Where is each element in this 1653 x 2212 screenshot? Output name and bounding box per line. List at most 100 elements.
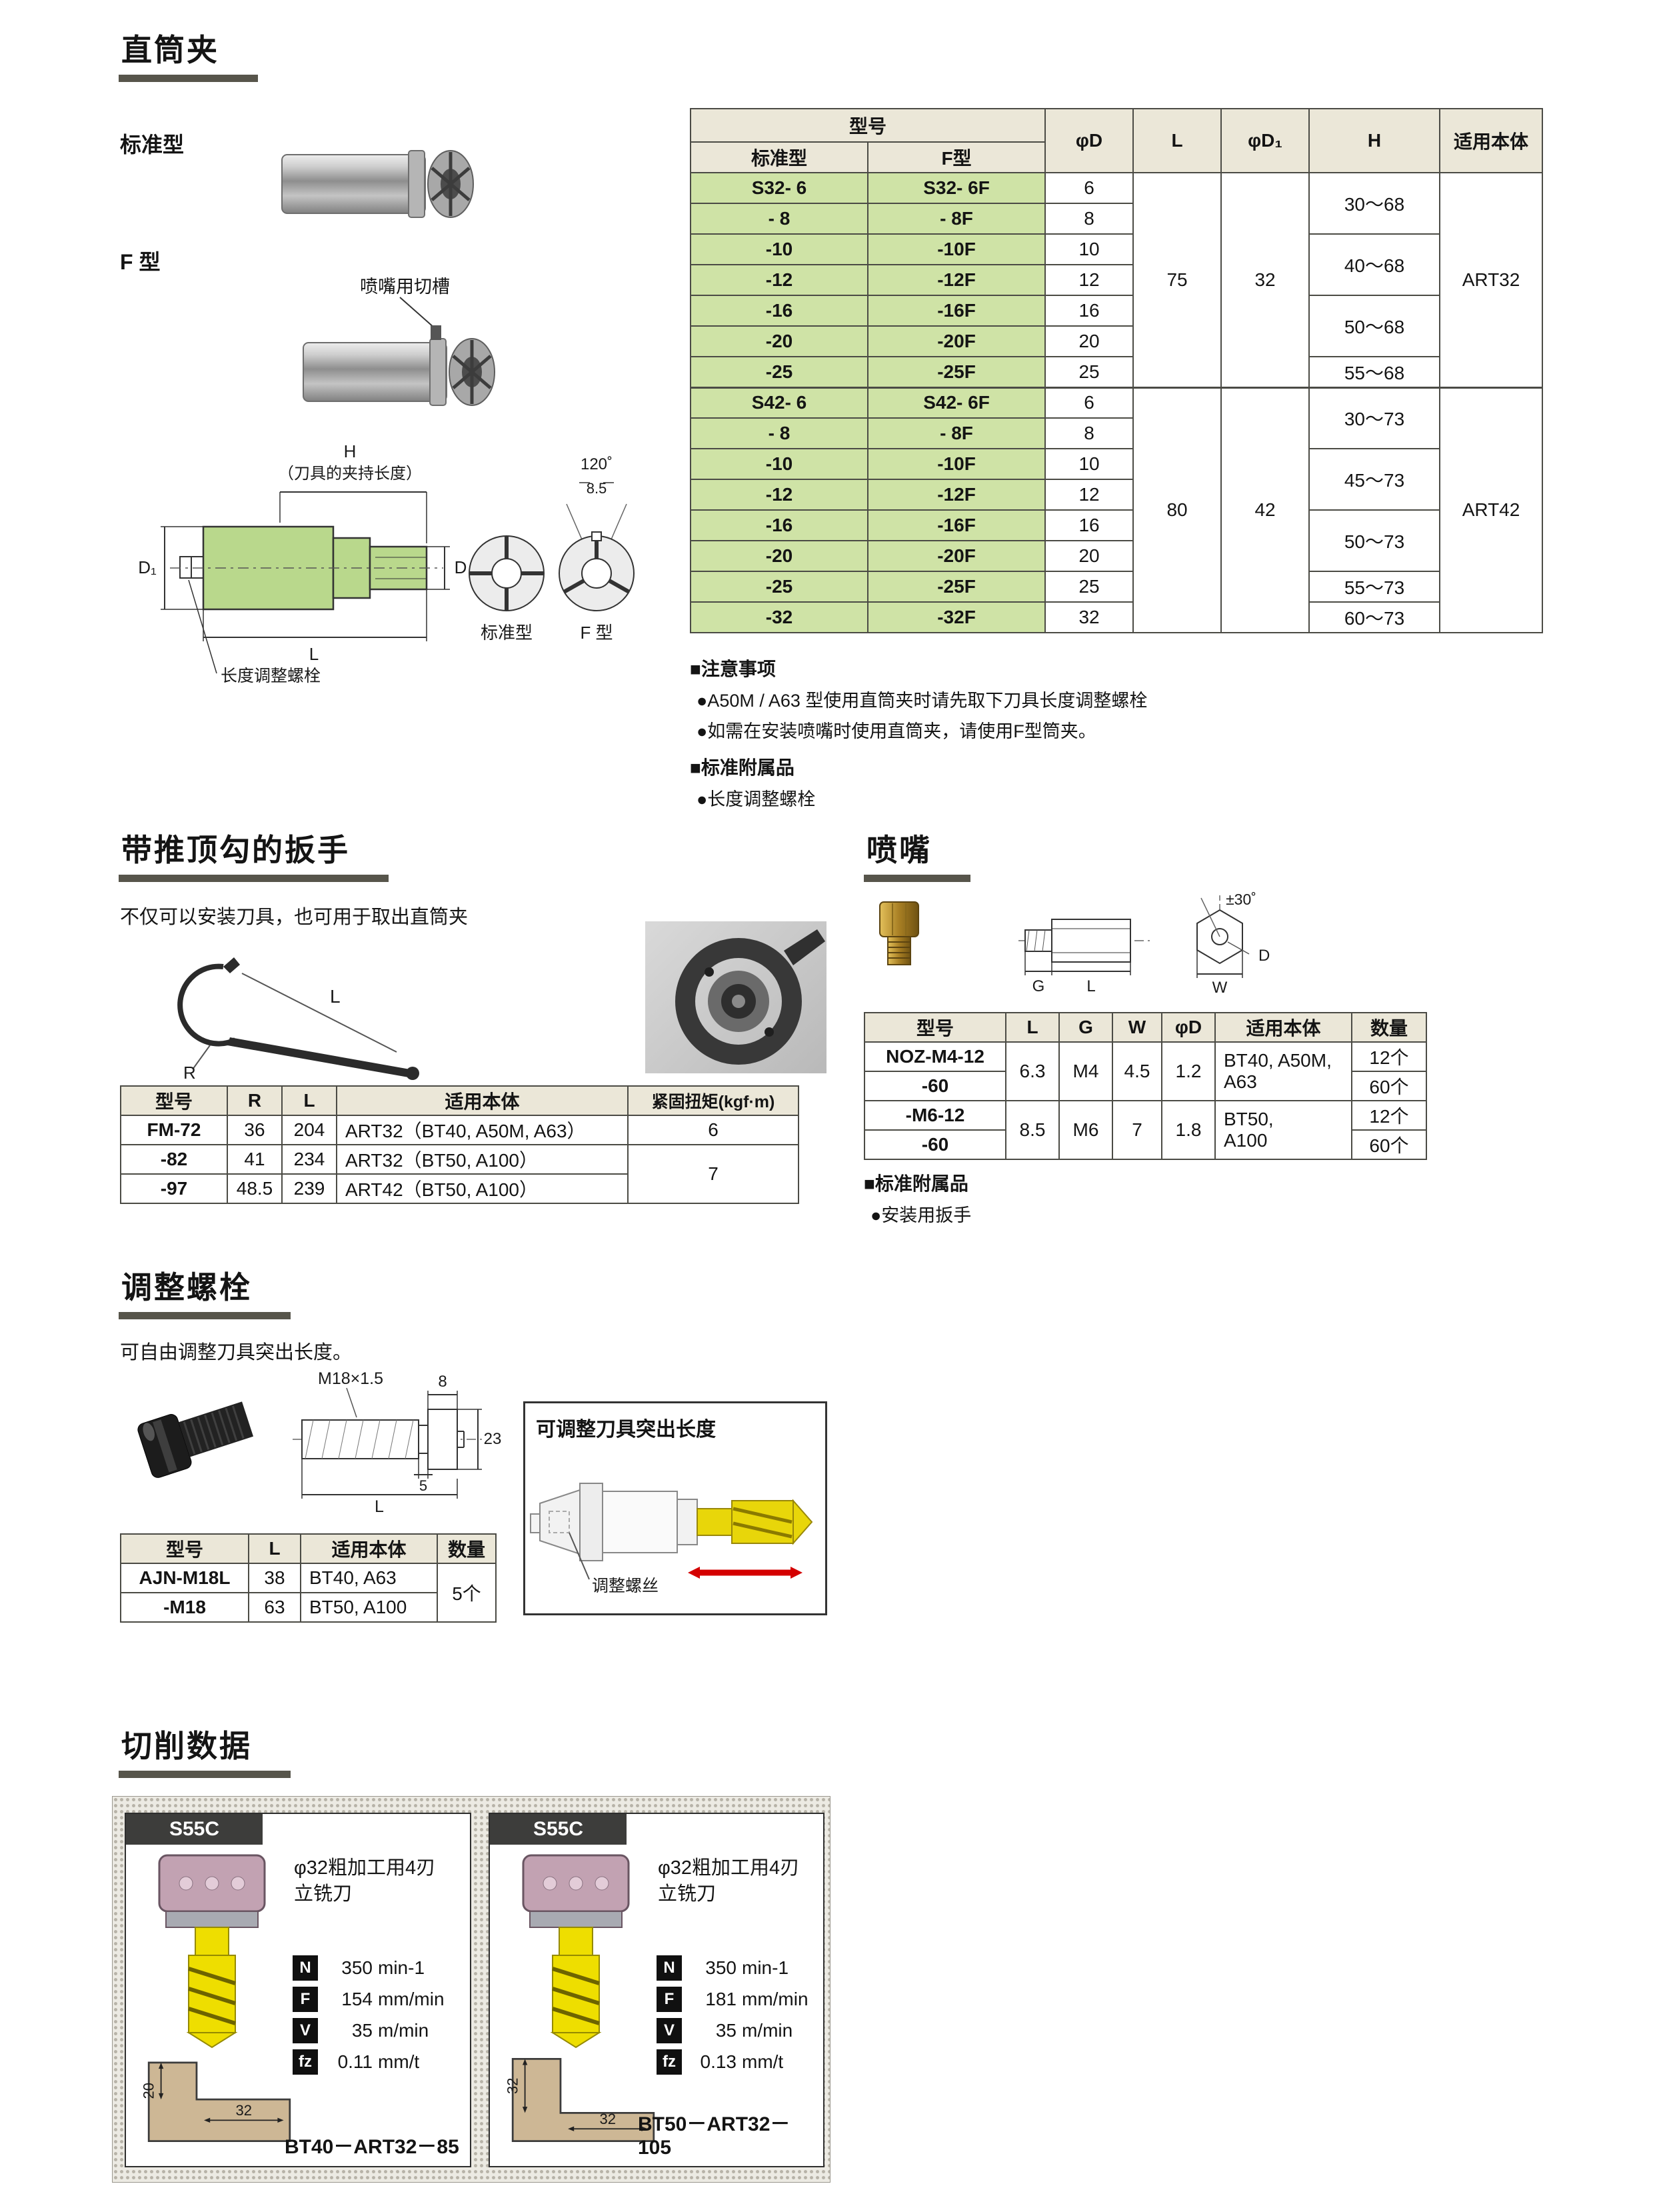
table-row: -16 -16F 16 50～73	[690, 509, 1542, 572]
nozzle-dim-w: W	[1212, 979, 1228, 997]
cell-h: 45～73	[1308, 448, 1441, 511]
section-title-cutting: 切削数据	[119, 1731, 291, 1778]
param-unit: mm/t	[742, 2051, 784, 2072]
col-header-l: L	[1005, 1012, 1060, 1043]
wrench-dim-l: L	[330, 986, 341, 1007]
table-row: -97 48.5 239 ART42（BT50, A100）	[120, 1173, 799, 1204]
section-title-collet: 直筒夹	[119, 35, 258, 82]
cell-r: 41	[227, 1144, 283, 1175]
cell-model-f: -16F	[866, 295, 1046, 327]
table-row: -25 -25F 25 55～73	[690, 571, 1542, 603]
cell-model: -82	[120, 1144, 228, 1175]
cell-qty: 60个	[1351, 1129, 1427, 1160]
cell-r: 36	[227, 1115, 283, 1145]
col-header-torque: 紧固扭矩(kgf·m)	[627, 1085, 799, 1116]
cell-d: 6	[1044, 386, 1134, 419]
cell-d1: 32	[1220, 172, 1310, 388]
cell-l: 80	[1132, 386, 1222, 633]
cell-body: BT50, A100	[300, 1592, 438, 1623]
cell-h: 50～73	[1308, 509, 1441, 572]
param-value: 35	[715, 2020, 737, 2041]
cell-d: 10	[1044, 233, 1134, 265]
bolt-dim-thread: M18×1.5	[318, 1369, 383, 1388]
bolt-dim-l: L	[375, 1497, 384, 1513]
bolt-dim-23: 23	[484, 1430, 502, 1448]
cell-l: 75	[1132, 172, 1222, 388]
bolt-line-drawing: M18×1.5 8 23 5 L	[293, 1369, 502, 1513]
param-value: 350	[705, 1957, 737, 1978]
param-value: 181	[705, 1989, 737, 2009]
front-view-standard-label: 标准型	[481, 623, 533, 643]
cell-h: 40～68	[1308, 233, 1441, 296]
setup-caption: BT40－ART32－85	[285, 2136, 459, 2158]
bolt-table: 型号 L 适用本体 数量 AJN-M18L 38 BT40, A63 5个 -M…	[120, 1533, 497, 1623]
cell-model-f: S32- 6F	[866, 172, 1046, 204]
cell-model-std: -20	[690, 540, 868, 572]
col-header-l: L	[1132, 108, 1222, 173]
cell-body: BT40, A63	[300, 1563, 438, 1593]
cell-model-f: -12F	[866, 479, 1046, 511]
table-row: - 8 - 8F 8	[690, 203, 1542, 235]
cell-model-f: -16F	[866, 509, 1046, 541]
wrench-photo-graphic	[675, 929, 825, 1065]
cell-body: ART32（BT40, A50M, A63）	[336, 1115, 629, 1145]
adjust-screw-label: 调整螺丝	[592, 1577, 659, 1595]
cell-d: 25	[1044, 571, 1134, 603]
col-header-d: φD	[1044, 108, 1134, 173]
param-key: fz	[293, 2049, 318, 2075]
cell-d: 12	[1044, 264, 1134, 296]
cell-model-f: -32F	[866, 601, 1046, 633]
collet-technical-drawing: H （刀具的夹持长度） D₁ D L 长度调整螺栓 标准型 120˚ 8.5 F…	[138, 441, 635, 685]
col-header-l: L	[281, 1085, 337, 1116]
dim-h-sub-label: （刀具的夹持长度）	[278, 465, 422, 483]
table-row: -60 60个	[864, 1129, 1427, 1160]
cell-d: 20	[1044, 325, 1134, 357]
table-row: -25 -25F 25 55～68	[690, 356, 1542, 388]
cell-model-std: S32- 6	[690, 172, 868, 204]
param-unit: min-1	[742, 1957, 789, 1978]
cell-g: M6	[1058, 1100, 1113, 1160]
endmill-illustration	[158, 1854, 266, 2049]
table-row: -12 -12F 12	[690, 479, 1542, 511]
tool-spec-line2: 立铣刀	[294, 1883, 353, 1905]
wrench-photo	[645, 921, 826, 1073]
collet-table: 型号 φD L φD₁ H 适用本体 标准型 F型 S32- 6 S32- 6F…	[689, 108, 1544, 633]
cell-model: NOZ-M4-12	[864, 1041, 1006, 1072]
dim-notch-width-label: 8.5	[587, 480, 607, 497]
cell-model-f: -10F	[866, 448, 1046, 480]
cell-d: 25	[1044, 356, 1134, 388]
col-header-standard: 标准型	[690, 141, 868, 173]
cell-model-f: -10F	[866, 233, 1046, 265]
bolt-description: 可自由调整刀具突出长度。	[120, 1342, 353, 1363]
note-line: ●A50M / A63 型使用直筒夹时请先取下刀具长度调整螺栓	[697, 691, 1148, 711]
collet-photo-f-type	[303, 297, 495, 406]
table-row: -12 -12F 12	[690, 264, 1542, 296]
cell-model-f: -25F	[866, 356, 1046, 388]
bolt-dim-5: 5	[419, 1477, 427, 1494]
cell-model-std: -12	[690, 264, 868, 296]
param-key: N	[293, 1955, 318, 1981]
col-header-qty: 数量	[437, 1533, 497, 1564]
cell-w: 7	[1112, 1100, 1162, 1160]
step-cut-drawing: 32 32	[507, 2057, 655, 2143]
nozzle-line-drawing: G L ±30˚ W D	[1018, 891, 1270, 997]
cell-l: 6.3	[1005, 1041, 1060, 1101]
note-line: ●长度调整螺栓	[697, 789, 816, 809]
cell-d: 20	[1044, 540, 1134, 572]
col-header-g: G	[1058, 1012, 1113, 1043]
cell-model: AJN-M18L	[120, 1563, 249, 1593]
param-unit: mm/min	[378, 1989, 445, 2009]
cell-model: -M6-12	[864, 1100, 1006, 1131]
step-cut-drawing: 20 32	[143, 2061, 291, 2143]
nozzle-dim-l: L	[1086, 977, 1095, 995]
cell-d: 1.2	[1161, 1041, 1216, 1101]
material-badge: S55C	[490, 1814, 627, 1845]
cell-model-f: - 8F	[866, 417, 1046, 449]
cell-l: 8.5	[1005, 1100, 1060, 1160]
param-value: 0.13	[700, 2051, 737, 2072]
table-row: -20 -20F 20	[690, 325, 1542, 357]
nozzle-photo	[879, 901, 919, 965]
param-unit: mm/t	[378, 2051, 420, 2072]
